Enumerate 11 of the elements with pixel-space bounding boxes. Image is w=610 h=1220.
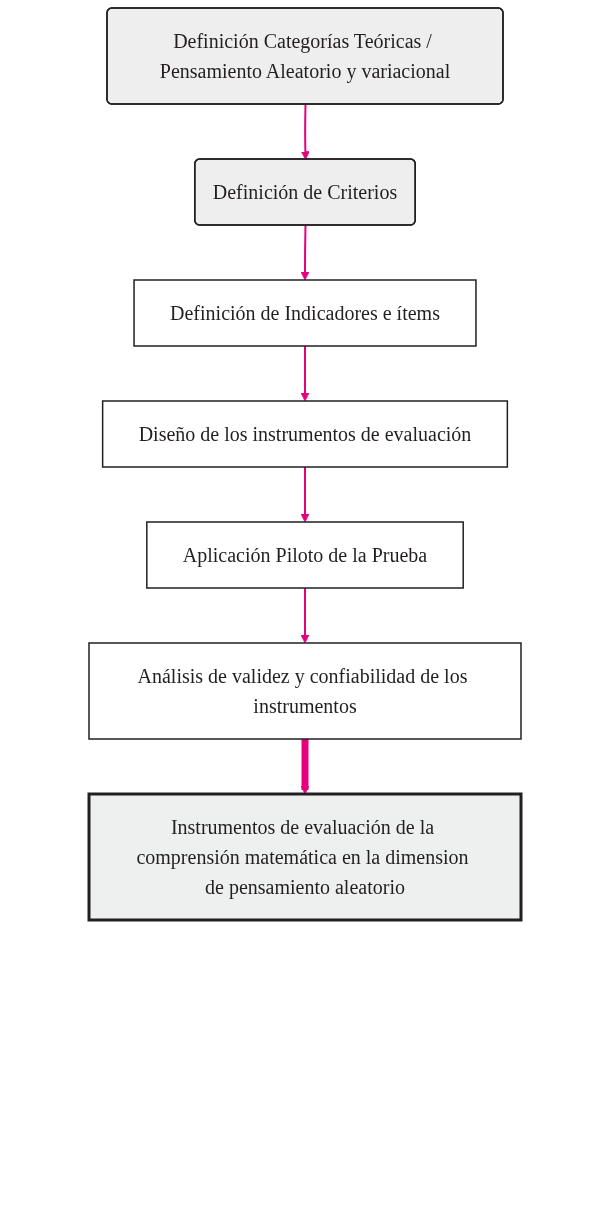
arrow bbox=[300, 103, 310, 160]
node-box: Instrumentos de evaluación de la comprensión matemática en la dimension de pensamiento aleatorio bbox=[87, 792, 523, 922]
node-box: Diseño de los instrumentos de evaluación bbox=[101, 400, 509, 468]
node-box: Análisis de validez y confiabilidad de los instrumentos bbox=[88, 642, 522, 740]
arrow bbox=[300, 466, 310, 523]
arrow bbox=[300, 345, 310, 402]
arrow bbox=[300, 739, 310, 795]
arrow bbox=[300, 587, 310, 644]
node-box: Aplicación Piloto de la Prueba bbox=[146, 521, 464, 589]
arrow bbox=[300, 224, 310, 281]
node-box: Definición de Indicadores e ítems bbox=[133, 279, 477, 347]
